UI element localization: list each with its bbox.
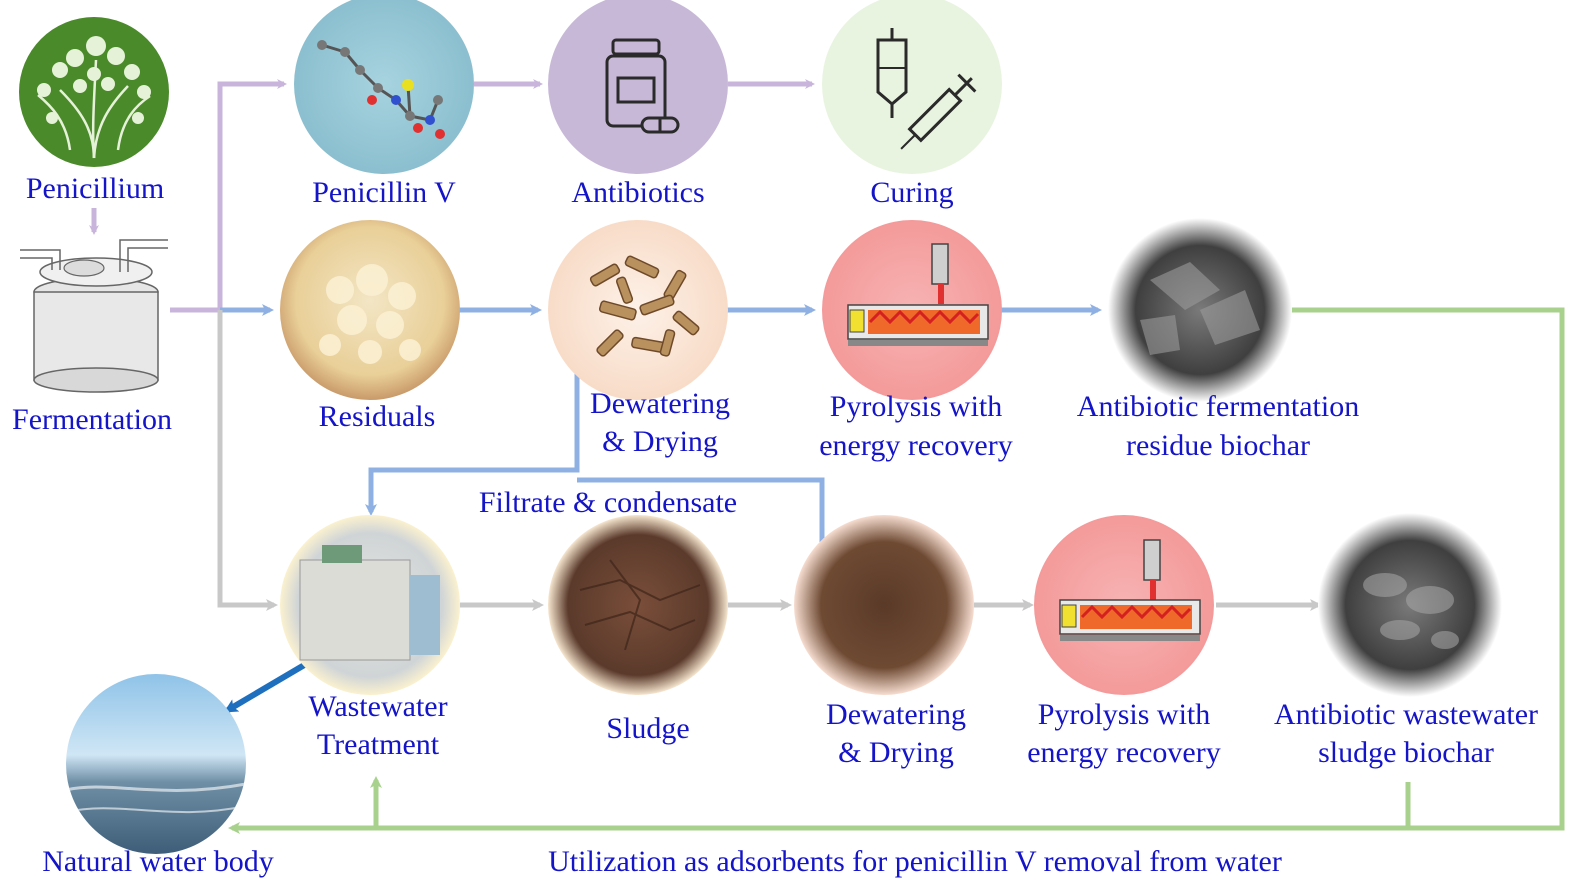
label-fermentation: Fermentation bbox=[12, 403, 172, 436]
antibiotics-bottle-icon bbox=[548, 0, 728, 174]
label-wastewater-line1: Wastewater bbox=[308, 690, 448, 723]
pyrolysis-reactor-top-image bbox=[822, 220, 1002, 400]
aws-biochar-sem-image bbox=[1318, 513, 1502, 697]
label-dewatering-top-line2: & Drying bbox=[602, 425, 718, 458]
arrow-fermenter-to-penicillin bbox=[170, 79, 287, 313]
afr-biochar-sem-image bbox=[1108, 218, 1292, 402]
label-afr-biochar-line2: residue biochar bbox=[1125, 429, 1311, 462]
label-dewatering-bottom-line2: & Drying bbox=[838, 736, 954, 769]
label-sludge: Sludge bbox=[606, 712, 690, 745]
label-dewatering-top-line1: Dewatering bbox=[590, 387, 730, 420]
label-aws-biochar-line2: sludge biochar bbox=[1318, 736, 1494, 769]
dewatering-bottom-soil-image bbox=[794, 515, 974, 695]
label-penicillin-v: Penicillin V bbox=[312, 176, 456, 209]
label-wastewater-line2: Treatment bbox=[316, 728, 440, 761]
label-pyrolysis-top-line2: energy recovery bbox=[819, 429, 1013, 462]
natural-water-body-image bbox=[66, 674, 246, 854]
residuals-image bbox=[280, 220, 460, 400]
penicillin-v-molecule-image bbox=[294, 0, 474, 174]
label-curing: Curing bbox=[870, 176, 954, 209]
label-utilization: Utilization as adsorbents for penicillin… bbox=[548, 845, 1282, 878]
label-filtrate-condensate: Filtrate & condensate bbox=[478, 486, 738, 519]
dewatering-top-image bbox=[548, 220, 728, 400]
arrow-fermenter-to-wastewater bbox=[217, 310, 278, 611]
line-condensate-from-dewatering bbox=[577, 477, 825, 548]
fermenter-image bbox=[20, 239, 168, 393]
label-penicillium: Penicillium bbox=[25, 172, 165, 205]
label-pyrolysis-bottom-line2: energy recovery bbox=[1027, 736, 1221, 769]
arrow-filtrate-to-wastewater bbox=[365, 372, 580, 516]
label-dewatering-bottom-line1: Dewatering bbox=[826, 698, 966, 731]
arrow-wastewater-to-natural-water bbox=[223, 661, 308, 713]
label-afr-biochar-line1: Antibiotic fermentation bbox=[1076, 390, 1360, 423]
pyrolysis-reactor-bottom-image bbox=[1034, 515, 1214, 695]
wastewater-treatment-plant-image bbox=[280, 515, 460, 695]
label-pyrolysis-top-line1: Pyrolysis with bbox=[829, 390, 1003, 423]
label-aws-biochar-line1: Antibiotic wastewater bbox=[1273, 698, 1539, 731]
sludge-image bbox=[548, 515, 728, 695]
label-residuals: Residuals bbox=[318, 400, 436, 433]
label-pyrolysis-bottom-line1: Pyrolysis with bbox=[1037, 698, 1211, 731]
label-natural-water-body: Natural water body bbox=[42, 845, 274, 878]
penicillium-image bbox=[19, 17, 169, 167]
label-antibiotics: Antibiotics bbox=[571, 176, 705, 209]
curing-iv-syringe-icon bbox=[822, 0, 1002, 174]
line-afr-biochar-to-loop bbox=[228, 307, 1565, 834]
